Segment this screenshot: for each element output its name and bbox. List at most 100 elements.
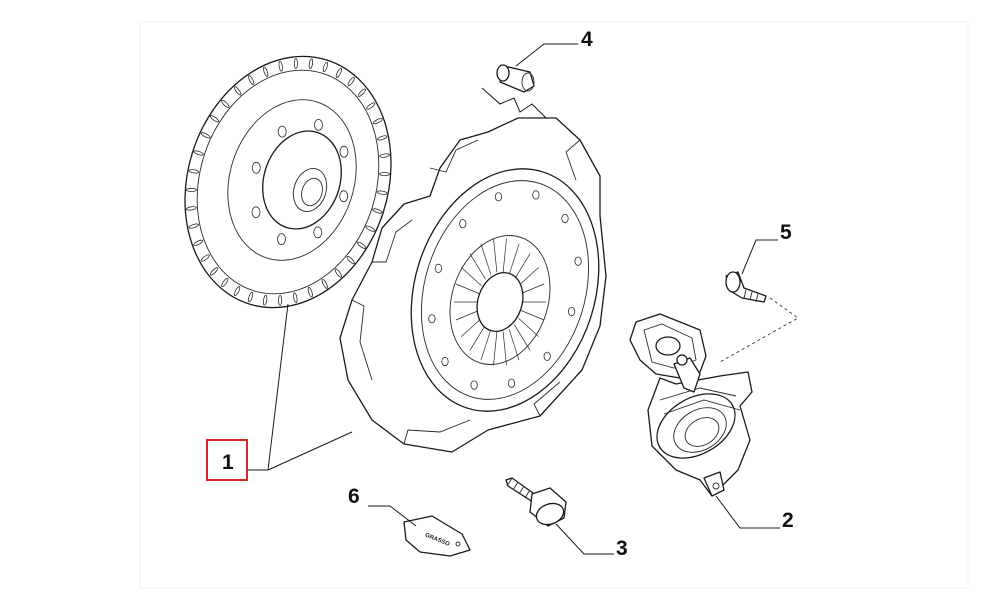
- rivet-holes: [428, 190, 582, 390]
- diaphragm-finger: [502, 331, 507, 366]
- rivet-hole: [532, 190, 540, 200]
- diaphragm-finger: [508, 243, 520, 275]
- callout-5-label[interactable]: 5: [780, 221, 792, 244]
- damper-spring: [339, 190, 349, 203]
- diaphragm-finger: [502, 238, 507, 273]
- diaphragm-finger: [461, 267, 482, 287]
- damper-spring: [251, 161, 261, 174]
- friction-slot: [322, 61, 328, 73]
- friction-slot: [188, 223, 199, 229]
- friction-slot: [346, 255, 355, 265]
- friction-slot: [234, 286, 241, 297]
- friction-slot: [185, 187, 197, 192]
- grease-pack-part-6: GRASSO: [403, 515, 471, 557]
- rivet-hole: [470, 380, 478, 390]
- rivet-hole: [434, 263, 442, 273]
- friction-slot: [356, 241, 367, 249]
- diaphragm-finger: [493, 238, 498, 273]
- callout-3-label[interactable]: 3: [616, 537, 628, 560]
- pressure-plate: [339, 117, 607, 453]
- leader-lines: [248, 43, 799, 555]
- friction-slot: [188, 169, 200, 174]
- callout-1-label[interactable]: 1: [222, 451, 234, 474]
- diaphragm-finger: [493, 331, 498, 366]
- rivet-hole: [574, 256, 582, 266]
- friction-slot: [278, 60, 283, 72]
- friction-slot: [234, 86, 242, 96]
- selected-callout-highlight: [206, 439, 248, 481]
- friction-slot: [377, 135, 388, 141]
- concentric-slave-cylinder: [629, 313, 753, 497]
- rivet-hole: [561, 213, 569, 224]
- friction-slot: [248, 291, 254, 303]
- damper-spring: [339, 145, 349, 158]
- friction-slot: [372, 208, 383, 214]
- friction-slots: [185, 58, 391, 306]
- rivet-hole: [494, 192, 503, 202]
- damper-spring: [314, 119, 323, 131]
- friction-slot: [334, 268, 342, 278]
- diaphragm-finger: [508, 329, 520, 361]
- diaphragm-finger: [469, 253, 486, 280]
- friction-slot: [379, 153, 390, 158]
- diaphragm-finger: [518, 317, 539, 337]
- damper-springs: [251, 119, 349, 246]
- friction-slot: [200, 132, 211, 139]
- friction-slot: [321, 278, 328, 289]
- friction-slot: [308, 58, 314, 70]
- friction-slot: [263, 66, 269, 77]
- rivet-hole: [507, 378, 516, 388]
- friction-slot: [200, 254, 210, 262]
- diaphragm-finger: [520, 283, 545, 294]
- friction-slot: [248, 75, 255, 86]
- clutch-disc: [184, 55, 392, 309]
- friction-slot: [209, 267, 219, 276]
- friction-slot: [262, 294, 268, 306]
- friction-slot: [293, 292, 298, 304]
- diaphragm-finger: [469, 324, 486, 351]
- friction-slot: [379, 172, 391, 177]
- rivet-hole: [441, 356, 449, 367]
- diaphragm-finger: [514, 253, 531, 280]
- friction-slot: [335, 67, 342, 78]
- rivet-hole: [428, 314, 436, 324]
- friction-slot: [193, 239, 204, 246]
- friction-slot: [366, 102, 376, 110]
- callout-4-label[interactable]: 4: [581, 28, 593, 51]
- diaphragm-finger: [455, 283, 480, 294]
- damper-spring: [277, 125, 287, 138]
- damper-spring: [277, 233, 286, 246]
- friction-slot: [221, 277, 229, 288]
- friction-slot: [209, 115, 220, 123]
- rivet-hole: [543, 351, 551, 361]
- friction-slot: [357, 88, 367, 97]
- dowel-pin-part-4: [496, 64, 535, 93]
- friction-slot: [365, 225, 376, 232]
- friction-slot: [221, 99, 230, 109]
- rivet-hole: [459, 219, 467, 229]
- bolt-part-3: [505, 477, 567, 527]
- damper-spring: [313, 226, 323, 239]
- friction-slot: [193, 150, 204, 156]
- rivet-hole: [567, 306, 576, 317]
- diaphragm-finger: [520, 310, 545, 321]
- friction-slot: [278, 294, 283, 306]
- diaphragm-finger: [455, 310, 480, 321]
- friction-slot: [293, 58, 298, 69]
- diaphragm-finger: [518, 267, 539, 287]
- diaphragm-finger: [514, 324, 531, 351]
- diaphragm-fingers: [454, 238, 546, 366]
- callout-6-label[interactable]: 6: [348, 485, 360, 508]
- friction-slot: [307, 287, 313, 298]
- page-frame: [139, 21, 969, 589]
- friction-slot: [372, 118, 383, 125]
- screw-part-5: [725, 271, 767, 303]
- damper-spring: [251, 206, 261, 219]
- friction-slot: [376, 190, 388, 195]
- callout-2-label[interactable]: 2: [782, 509, 794, 532]
- friction-slot: [347, 76, 355, 87]
- diaphragm-finger: [480, 329, 492, 361]
- diaphragm-finger: [480, 243, 492, 275]
- diaphragm-finger: [461, 317, 482, 337]
